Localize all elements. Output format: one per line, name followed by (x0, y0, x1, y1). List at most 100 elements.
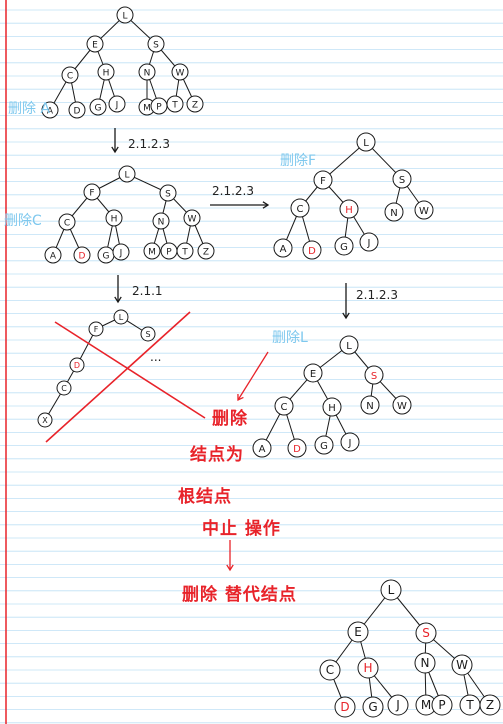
tree-node-circle (287, 438, 307, 458)
tree-node-circle (68, 101, 86, 119)
annotation-delete-a: 删除 A (8, 101, 51, 117)
tree-node-circle (186, 95, 204, 113)
tree-node-circle (183, 209, 201, 227)
annotation-red-root: 根结点 (178, 487, 232, 507)
tree-node-circle (113, 309, 129, 325)
tree-node-label: L (388, 583, 395, 597)
annotation-delete-l: 删除L (272, 330, 308, 346)
tree-node-label: M (148, 247, 156, 257)
arrow-red-2-head (226, 564, 234, 572)
tree-node-circle (347, 621, 369, 643)
tree-node-circle (56, 380, 72, 396)
tree-node-circle (322, 397, 342, 417)
tree-node-circle (380, 579, 402, 601)
tree-node-label: J (119, 248, 123, 258)
tree-node-label: N (390, 208, 397, 219)
tree-node-circle (360, 395, 380, 415)
annotation-red-node: 结点为 (190, 445, 244, 465)
tree-node-circle (197, 242, 215, 260)
tree-node-label: M (421, 698, 431, 712)
tree-node-label: D (74, 106, 81, 116)
tree-node-circle (171, 63, 189, 81)
red-cross-out (45, 311, 206, 443)
tree-node-circle (479, 694, 501, 716)
tree-node-label: N (421, 656, 430, 670)
annotation-step-2123-b: 2.1.2.3 (212, 184, 254, 198)
tree-node-label: S (145, 330, 150, 339)
tree-node-label: E (92, 40, 98, 50)
tree-node-label: Z (486, 698, 494, 712)
tree-node-circle (359, 232, 379, 252)
tree-node-label: G (320, 441, 328, 452)
tree-node-label: W (419, 206, 429, 217)
tree-node-label: F (94, 325, 99, 334)
tree-node-circle (37, 412, 53, 428)
tree-node-circle (340, 432, 360, 452)
tree-node-circle (152, 212, 170, 230)
tree-node-label: G (340, 242, 348, 253)
tree-node-label: S (399, 175, 405, 186)
annotation-red-delete: 删除 (212, 409, 248, 429)
tree-node-circle (364, 365, 384, 385)
tree-node-circle (73, 246, 91, 264)
tree-node-circle (319, 659, 341, 681)
tree-node-label: G (368, 700, 377, 714)
tree-node-label: D (308, 246, 316, 257)
tree-node-label: D (79, 251, 86, 261)
tree-node-circle (138, 63, 156, 81)
arrow-down-3-head (342, 312, 350, 320)
tree-node-circle (118, 165, 136, 183)
tree-node-circle (88, 321, 104, 337)
tree-node-circle (140, 326, 156, 342)
tree-node-label: N (158, 217, 165, 227)
tree-node-circle (112, 243, 130, 261)
tree-node-circle (334, 696, 356, 718)
tree-node-circle (431, 694, 453, 716)
tree-node-label: J (367, 238, 371, 249)
tree-node-circle (147, 35, 165, 53)
tree-node-circle (97, 63, 115, 81)
arrow-right-1-head (262, 201, 270, 209)
tree-node-circle (302, 240, 322, 260)
tree-node-circle (392, 169, 412, 189)
tree-node-circle (89, 98, 107, 116)
tree-node-circle (356, 132, 376, 152)
tree-node-circle (392, 395, 412, 415)
tree-node-circle (314, 435, 334, 455)
tree-node-label: C (297, 204, 304, 215)
tree-node-circle (61, 66, 79, 84)
tree-node-label: D (74, 361, 80, 370)
tree-node-label: T (181, 247, 188, 257)
annotation-red-replace: 删除 替代结点 (182, 585, 297, 605)
tree-node-label: P (156, 102, 162, 112)
tree-node-circle (83, 183, 101, 201)
tree-node-circle (252, 438, 272, 458)
tree-node-label: G (103, 251, 110, 261)
tree-node-circle (339, 335, 359, 355)
tree-node-label: C (67, 71, 73, 81)
tree-node-label: W (188, 214, 197, 224)
annotation-delete-f: 删除F (280, 153, 317, 169)
tree-node-label: J (115, 100, 119, 110)
tree-node-label: D (293, 444, 301, 455)
tree-node-circle (143, 242, 161, 260)
tree-node-circle (303, 363, 323, 383)
tree-node-circle (362, 696, 384, 718)
tree-node-label: L (119, 313, 124, 322)
tree-node-label: L (363, 138, 369, 149)
tree-node-label: L (346, 341, 352, 352)
tree-node-circle (166, 95, 184, 113)
arrow-down-1-head (111, 146, 119, 154)
tree-node-label: A (47, 106, 54, 116)
tree-node-circle (290, 198, 310, 218)
tree-node-label: Z (192, 100, 198, 110)
cross-line-2 (45, 311, 191, 443)
tree-node-circle (384, 202, 404, 222)
tree-node-label: N (366, 401, 373, 412)
tree-node-circle (273, 238, 293, 258)
tree-node-label: Z (203, 247, 209, 257)
tree-node-label: M (143, 103, 151, 113)
tree-node-circle (176, 242, 194, 260)
tree-node-label: S (422, 626, 430, 640)
tree-node-label: S (165, 189, 171, 199)
